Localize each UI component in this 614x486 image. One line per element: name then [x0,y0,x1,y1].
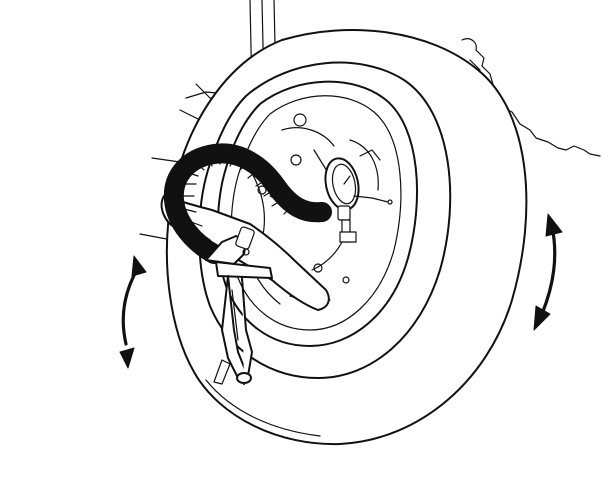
wheel-rim [216,80,419,347]
double-headed-curved-arrow-icon [533,213,563,331]
double-headed-curved-arrow-icon [119,255,147,369]
locking-pliers [205,226,273,385]
fender-outline [461,38,601,157]
dial-indicator [324,157,393,243]
flexible-arm [163,143,332,264]
